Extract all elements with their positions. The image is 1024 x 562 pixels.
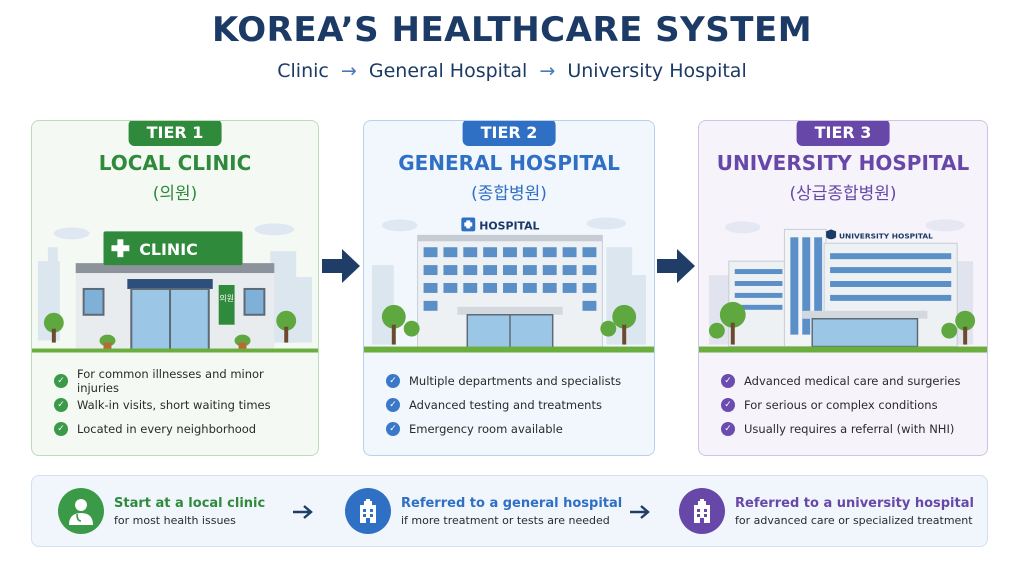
arrow-right-icon: [293, 505, 313, 519]
step-title: Referred to a university hospital: [735, 495, 974, 511]
step-desc: for advanced care or specialized treatme…: [735, 513, 973, 527]
clinic-sign: CLINIC: [139, 240, 198, 259]
hospital-sign: HOSPITAL: [479, 219, 539, 232]
list-item: ✓Multiple departments and specialists: [386, 369, 644, 393]
list-item: ✓For serious or complex conditions: [721, 393, 977, 417]
general-hospital-illustration: HOSPITAL: [364, 217, 654, 353]
tier3-korean: (상급종합병원): [789, 184, 897, 204]
doctor-icon: [58, 488, 104, 534]
list-item: ✓Advanced testing and treatments: [386, 393, 644, 417]
tier2-korean: (종합병원): [471, 184, 547, 204]
university-hospital-illustration: UNIVERSITY HOSPITAL: [699, 219, 987, 353]
tier1-badge: TIER 1: [128, 121, 222, 146]
list-item: ✓For common illnesses and minor injuries: [54, 367, 308, 395]
hospital-building-icon: [679, 488, 725, 534]
check-icon: ✓: [54, 398, 68, 412]
arrow-right-icon: [630, 505, 650, 519]
step-local-clinic: Start at a local clinic for most health …: [58, 487, 265, 535]
check-icon: ✓: [721, 374, 735, 388]
flow-arrow-icon: →: [539, 60, 556, 82]
step-title: Start at a local clinic: [114, 495, 266, 511]
flow-step-clinic: Clinic: [277, 60, 329, 82]
step-university-hospital: Referred to a university hospital for ad…: [679, 487, 974, 535]
list-item: ✓Usually requires a referral (with NHI): [721, 417, 977, 441]
vertical-sign: 의원: [219, 293, 234, 303]
list-item: ✓Walk-in visits, short waiting times: [54, 393, 308, 417]
list-item: ✓Located in every neighborhood: [54, 417, 308, 441]
check-icon: ✓: [386, 374, 400, 388]
subtitle-flow: Clinic → General Hospital → University H…: [0, 60, 1024, 82]
tier3-badge: TIER 3: [796, 121, 890, 146]
arrow-right-icon: [657, 249, 695, 283]
tier1-features: ✓For common illnesses and minor injuries…: [54, 367, 308, 441]
check-icon: ✓: [721, 398, 735, 412]
check-icon: ✓: [721, 422, 735, 436]
list-item: ✓Advanced medical care and surgeries: [721, 369, 977, 393]
tier3-features: ✓Advanced medical care and surgeries ✓Fo…: [721, 369, 977, 441]
tier3-title: UNIVERSITY HOSPITAL: [716, 151, 970, 175]
tier2-card: TIER 2 GENERAL HOSPITAL (종합병원) HOSPITAL …: [363, 120, 655, 456]
tier1-title: LOCAL CLINIC: [98, 151, 252, 175]
flow-step-general: General Hospital: [368, 60, 528, 82]
tier2-features: ✓Multiple departments and specialists ✓A…: [386, 369, 644, 441]
step-desc: for most health issues: [114, 513, 236, 527]
tier1-card: TIER 1 LOCAL CLINIC (의원) CLINIC 의원 ✓For …: [31, 120, 319, 456]
flow-arrow-icon: →: [340, 60, 357, 82]
tier3-card: TIER 3 UNIVERSITY HOSPITAL (상급종합병원) UNIV…: [698, 120, 988, 456]
referral-flow-panel: Start at a local clinic for most health …: [31, 475, 988, 547]
flow-step-university: University Hospital: [567, 60, 747, 82]
clinic-illustration: CLINIC 의원: [32, 223, 318, 353]
tier2-title: GENERAL HOSPITAL: [398, 151, 620, 175]
arrow-right-icon: [322, 249, 360, 283]
university-hospital-sign: UNIVERSITY HOSPITAL: [839, 231, 933, 240]
tier1-korean: (의원): [152, 184, 198, 204]
step-general-hospital: Referred to a general hospital if more t…: [345, 487, 622, 535]
list-item: ✓Emergency room available: [386, 417, 644, 441]
check-icon: ✓: [54, 374, 68, 388]
hospital-building-icon: [345, 488, 391, 534]
tier2-badge: TIER 2: [462, 121, 556, 146]
check-icon: ✓: [54, 422, 68, 436]
step-desc: if more treatment or tests are needed: [401, 513, 610, 527]
check-icon: ✓: [386, 398, 400, 412]
check-icon: ✓: [386, 422, 400, 436]
page-title: KOREA’S HEALTHCARE SYSTEM: [211, 10, 813, 50]
step-title: Referred to a general hospital: [401, 495, 623, 511]
